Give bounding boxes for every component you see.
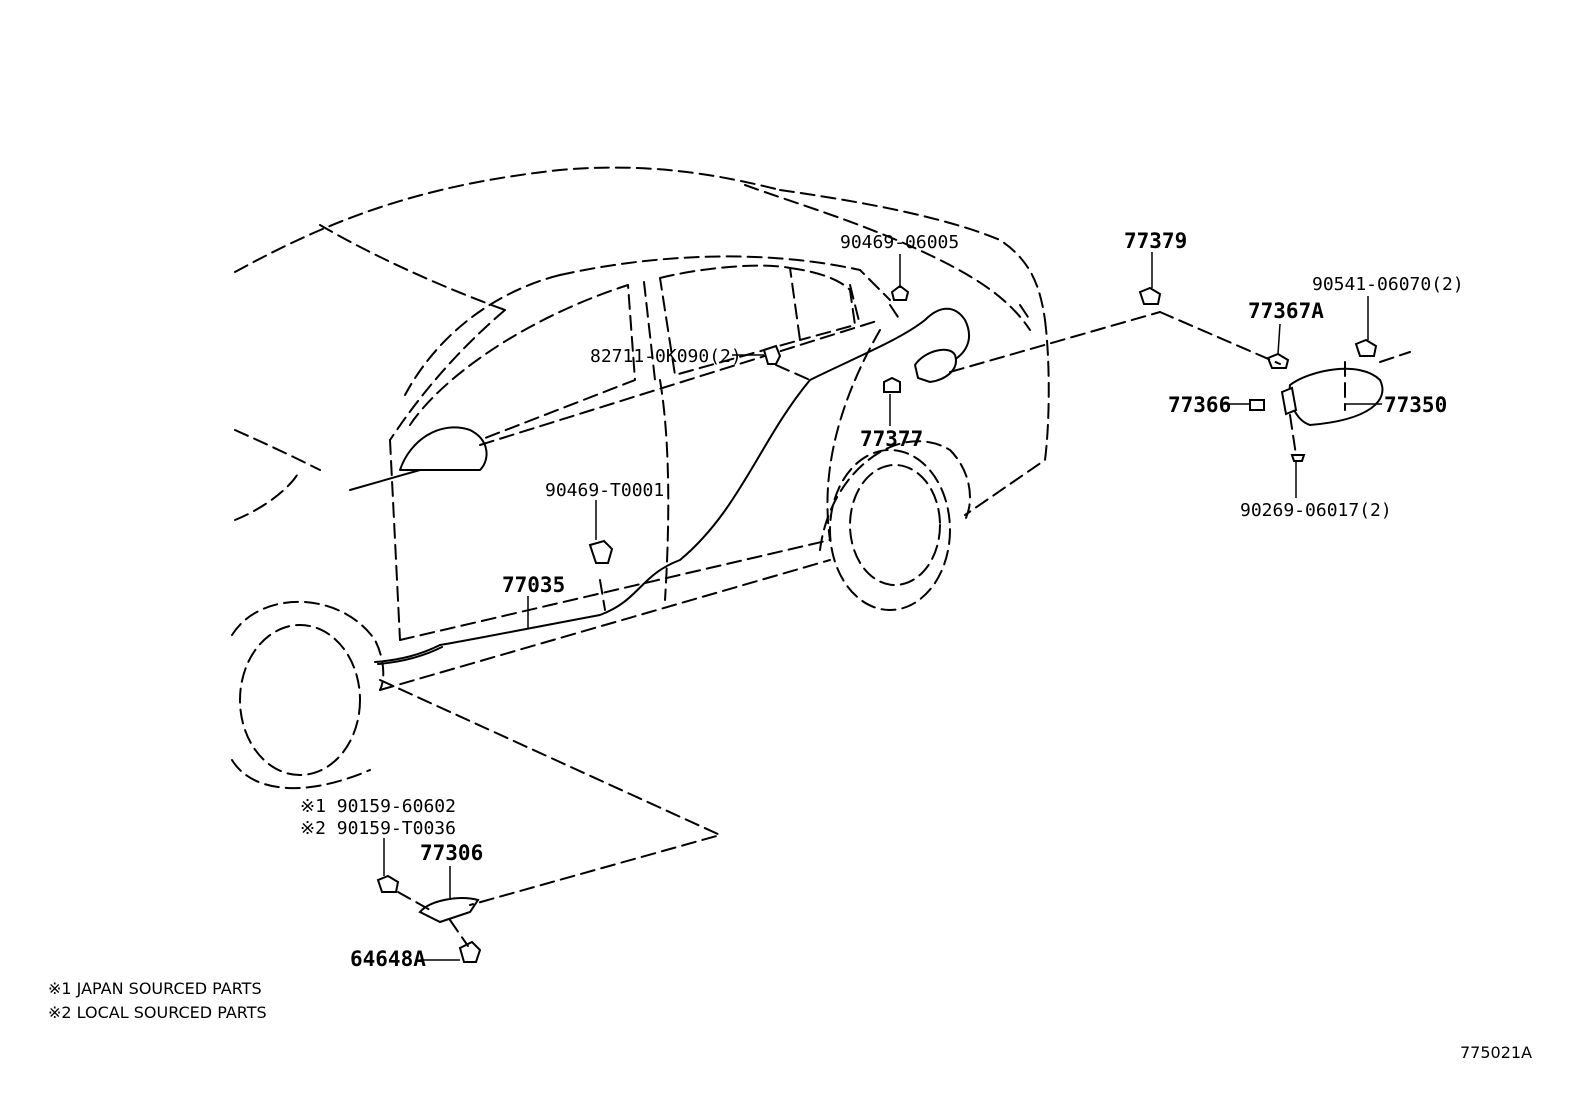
car-body-outline (231, 166, 1050, 790)
label-90541-06070: 90541-06070(2) (1312, 274, 1464, 295)
clip-90469-06005-icon (890, 284, 910, 301)
label-77035: 77035 (502, 573, 565, 597)
part-64648a-icon (458, 940, 482, 963)
clamp-82711-0k090-icon (762, 344, 782, 365)
clip-90469-t0001-icon (588, 539, 614, 564)
part-77379-icon (1138, 286, 1162, 305)
label-82711-0k090: 82711-0K090(2) (590, 346, 742, 367)
label-90159-60602: ※1 90159-60602 (300, 796, 456, 817)
note-japan-sourced: ※1 JAPAN SOURCED PARTS (48, 979, 262, 998)
leader-lines (383, 252, 1382, 961)
clip-77377-icon (883, 376, 901, 393)
label-90159-t0036: ※2 90159-T0036 (300, 818, 456, 839)
screw-90269-06017-icon (1290, 454, 1306, 462)
label-77306: 77306 (420, 841, 483, 865)
label-90269-06017: 90269-06017(2) (1240, 500, 1392, 521)
fuel-lid-cable (374, 307, 970, 663)
label-77366: 77366 (1168, 393, 1231, 417)
part-77366-icon (1249, 399, 1265, 411)
note-local-sourced: ※2 LOCAL SOURCED PARTS (48, 1003, 267, 1022)
screw-90159-icon (376, 874, 400, 893)
label-77377: 77377 (860, 427, 923, 451)
fuel-lid-lock-icon (913, 348, 957, 384)
label-77350: 77350 (1384, 393, 1447, 417)
fuel-lid-77350-icon (1288, 367, 1384, 427)
figure-id: 775021A (1460, 1043, 1532, 1062)
label-77379: 77379 (1124, 229, 1187, 253)
label-90469-06005: 90469-06005 (840, 232, 959, 253)
part-90541-06070-icon (1354, 338, 1378, 357)
part-77367a-icon (1266, 352, 1290, 369)
dashed-connectors (379, 304, 1411, 947)
label-77367a: 77367A (1248, 299, 1324, 323)
label-90469-t0001: 90469-T0001 (545, 480, 664, 501)
label-64648a: 64648A (350, 947, 426, 971)
